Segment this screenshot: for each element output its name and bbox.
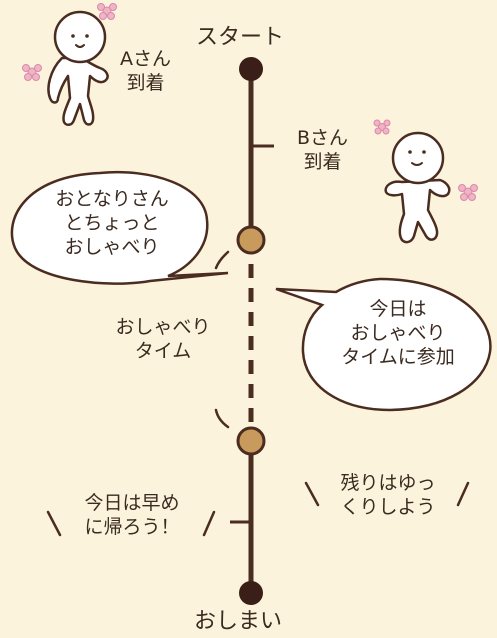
chat-time-line: おしゃべり xyxy=(115,316,211,338)
arrival-a-name: Aさん xyxy=(120,48,171,70)
leaving-a-text: 今日は早め に帰ろう！ xyxy=(62,492,202,540)
bracket-mark xyxy=(304,481,320,507)
speech-bubble-right xyxy=(275,277,492,412)
arrival-b-label: Bさん 到着 xyxy=(297,127,348,175)
bubble-right-line: おしゃべり xyxy=(350,321,446,344)
accent-stroke xyxy=(214,250,230,270)
leaving-b-line: 残りはゆっ xyxy=(340,472,436,494)
leaving-b-line: くりしよう xyxy=(340,495,436,518)
bubble-left-line: おとなりさん xyxy=(55,188,169,210)
leaving-b-text: 残りはゆっ くりしよう xyxy=(318,472,458,520)
speech-bubble-left xyxy=(10,170,229,285)
flower-icon xyxy=(22,64,42,81)
leaving-a-line: に帰ろう！ xyxy=(84,515,180,538)
flower-icon xyxy=(97,3,117,20)
start-label: スタート xyxy=(196,25,285,50)
character-a xyxy=(47,10,109,126)
start-node xyxy=(239,57,263,81)
chat-time-line: タイム xyxy=(134,339,192,362)
chat-time-label: おしゃべり タイム xyxy=(98,316,228,364)
bracket-mark xyxy=(202,510,216,537)
arrival-a-label: Aさん 到着 xyxy=(120,48,171,96)
end-label: おしまい xyxy=(194,609,283,634)
speech-bubble-right-text: 今日は おしゃべり タイムに参加 xyxy=(322,298,474,369)
bubble-right-line: 今日は xyxy=(369,298,427,320)
flower-icon xyxy=(458,184,478,201)
bracket-mark xyxy=(456,481,470,507)
bracket-mark xyxy=(46,510,62,537)
bubble-left-line: おしゃべり xyxy=(64,235,160,258)
speech-bubble-left-text: おとなりさん とちょっと おしゃべり xyxy=(32,188,192,259)
character-b xyxy=(384,131,451,244)
chat-start-node xyxy=(236,225,266,255)
leaving-a-line: 今日は早め xyxy=(84,492,180,514)
arrival-b-status: 到着 xyxy=(303,150,342,173)
bubble-right-line: タイムに参加 xyxy=(341,345,455,368)
chat-end-node xyxy=(236,426,266,456)
end-node xyxy=(239,581,263,605)
bubble-left-line: とちょっと xyxy=(64,211,160,234)
arrival-b-name: Bさん xyxy=(297,127,349,149)
flower-icon xyxy=(373,119,391,135)
accent-stroke xyxy=(214,408,230,429)
arrival-a-status: 到着 xyxy=(126,71,165,94)
